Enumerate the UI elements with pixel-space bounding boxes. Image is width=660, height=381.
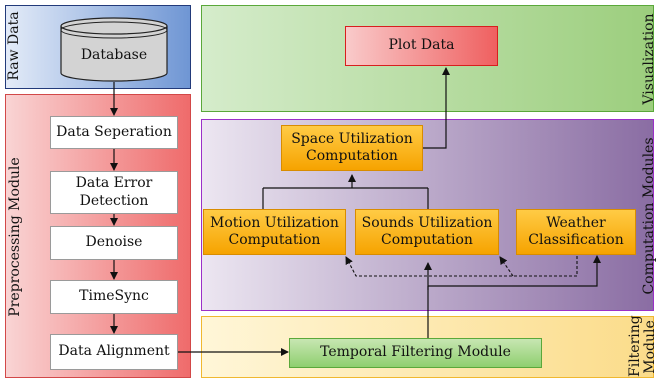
sounds-utilization-node: Sounds Utilization Computation xyxy=(355,209,499,255)
weather-line2: Classification xyxy=(528,232,624,248)
edge-temporal-to-weather xyxy=(428,255,601,287)
data-error-line2: Detection xyxy=(79,192,149,209)
data-separation-node: Data Seperation xyxy=(50,116,178,149)
weather-classification-node: Weather Classification xyxy=(516,209,636,255)
database-node: Database xyxy=(60,17,168,83)
motion-line1: Motion Utilization xyxy=(210,214,339,231)
weather-line1: Weather xyxy=(546,214,606,231)
data-error-line1: Data Error xyxy=(75,175,153,191)
edge-space-to-plot xyxy=(423,67,450,149)
motion-line2: Computation xyxy=(228,232,321,248)
denoise-node: Denoise xyxy=(50,226,178,260)
temporal-filtering-node: Temporal Filtering Module xyxy=(289,338,542,368)
space-line2: Computation xyxy=(306,148,398,164)
space-utilization-node: Space Utilization Computation xyxy=(281,125,423,171)
database-label: Database xyxy=(80,47,148,64)
edge-weather-feedback-sounds xyxy=(499,256,514,277)
timesync-node: TimeSync xyxy=(50,280,178,314)
sounds-line2: Computation xyxy=(381,232,473,248)
plot-data-node: Plot Data xyxy=(345,26,498,66)
edge-weather-feedback-motion xyxy=(345,256,578,277)
motion-utilization-node: Motion Utilization Computation xyxy=(203,209,346,255)
database-cylinder-icon xyxy=(60,17,168,82)
space-line1: Space Utilization xyxy=(291,130,413,147)
sounds-line1: Sounds Utilization xyxy=(361,214,493,231)
data-error-detection-node: Data Error Detection xyxy=(50,171,178,214)
data-alignment-node: Data Alignment xyxy=(50,334,178,370)
